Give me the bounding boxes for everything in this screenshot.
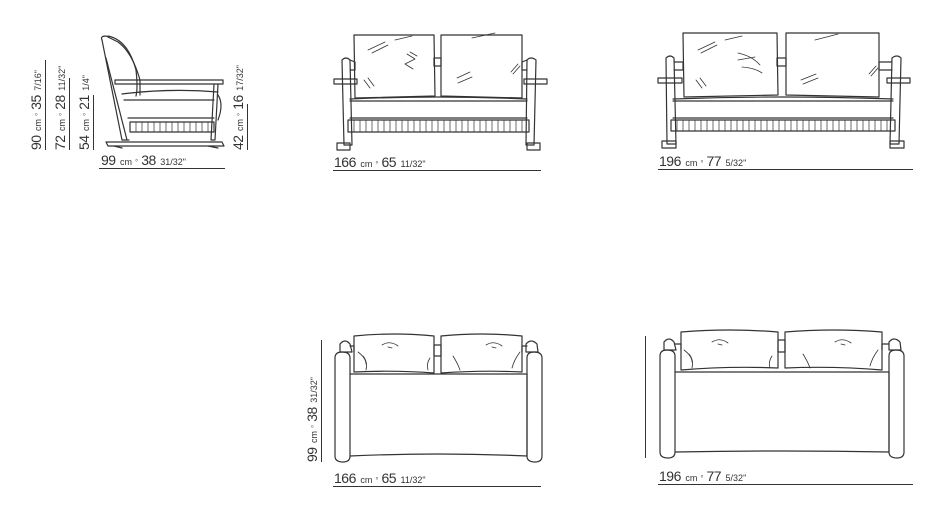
dimension-line-top-166-width — [333, 486, 541, 487]
front-view-196-drawing — [657, 32, 911, 149]
dimension-top-166-width: 166 cm°65 11/32" — [334, 470, 426, 486]
dimension-line-side-height-arm — [69, 78, 70, 150]
dimension-line-side-width — [99, 168, 225, 169]
top-view-166-drawing — [334, 333, 543, 463]
dimension-line-side-height-seat — [247, 104, 248, 150]
dimension-line-top-196-depth — [645, 336, 646, 458]
top-view-196-drawing — [659, 329, 905, 459]
dimension-line-side-height-mid — [93, 95, 94, 150]
front-view-166-drawing — [333, 32, 548, 151]
dimension-line-front-166-width — [333, 170, 541, 171]
dimension-line-top-196-width — [658, 484, 913, 485]
dimension-side-height-arm: 72 cm°28 11/32" — [52, 65, 68, 150]
dimension-top-196-width: 196 cm°77 5/32" — [659, 468, 747, 484]
dimension-line-top-166-depth — [321, 340, 322, 462]
dimension-side-height-total: 90 cm°35 7/16" — [28, 70, 44, 150]
side-view-drawing — [100, 35, 225, 149]
dimension-top-166-depth: 99 cm°38 31/32" — [304, 377, 320, 462]
dimension-line-side-height-total — [45, 60, 46, 150]
dimension-front-196-width: 196 cm°77 5/32" — [659, 153, 747, 169]
dimension-side-width: 99 cm°38 31/32" — [101, 152, 186, 168]
dimension-line-front-196-width — [658, 169, 913, 170]
dimension-front-166-width: 166 cm°65 11/32" — [334, 154, 426, 170]
dimension-side-height-mid: 54 cm°21 1/4" — [76, 75, 92, 150]
dimension-side-height-seat: 42 cm°16 17/32" — [230, 65, 246, 150]
